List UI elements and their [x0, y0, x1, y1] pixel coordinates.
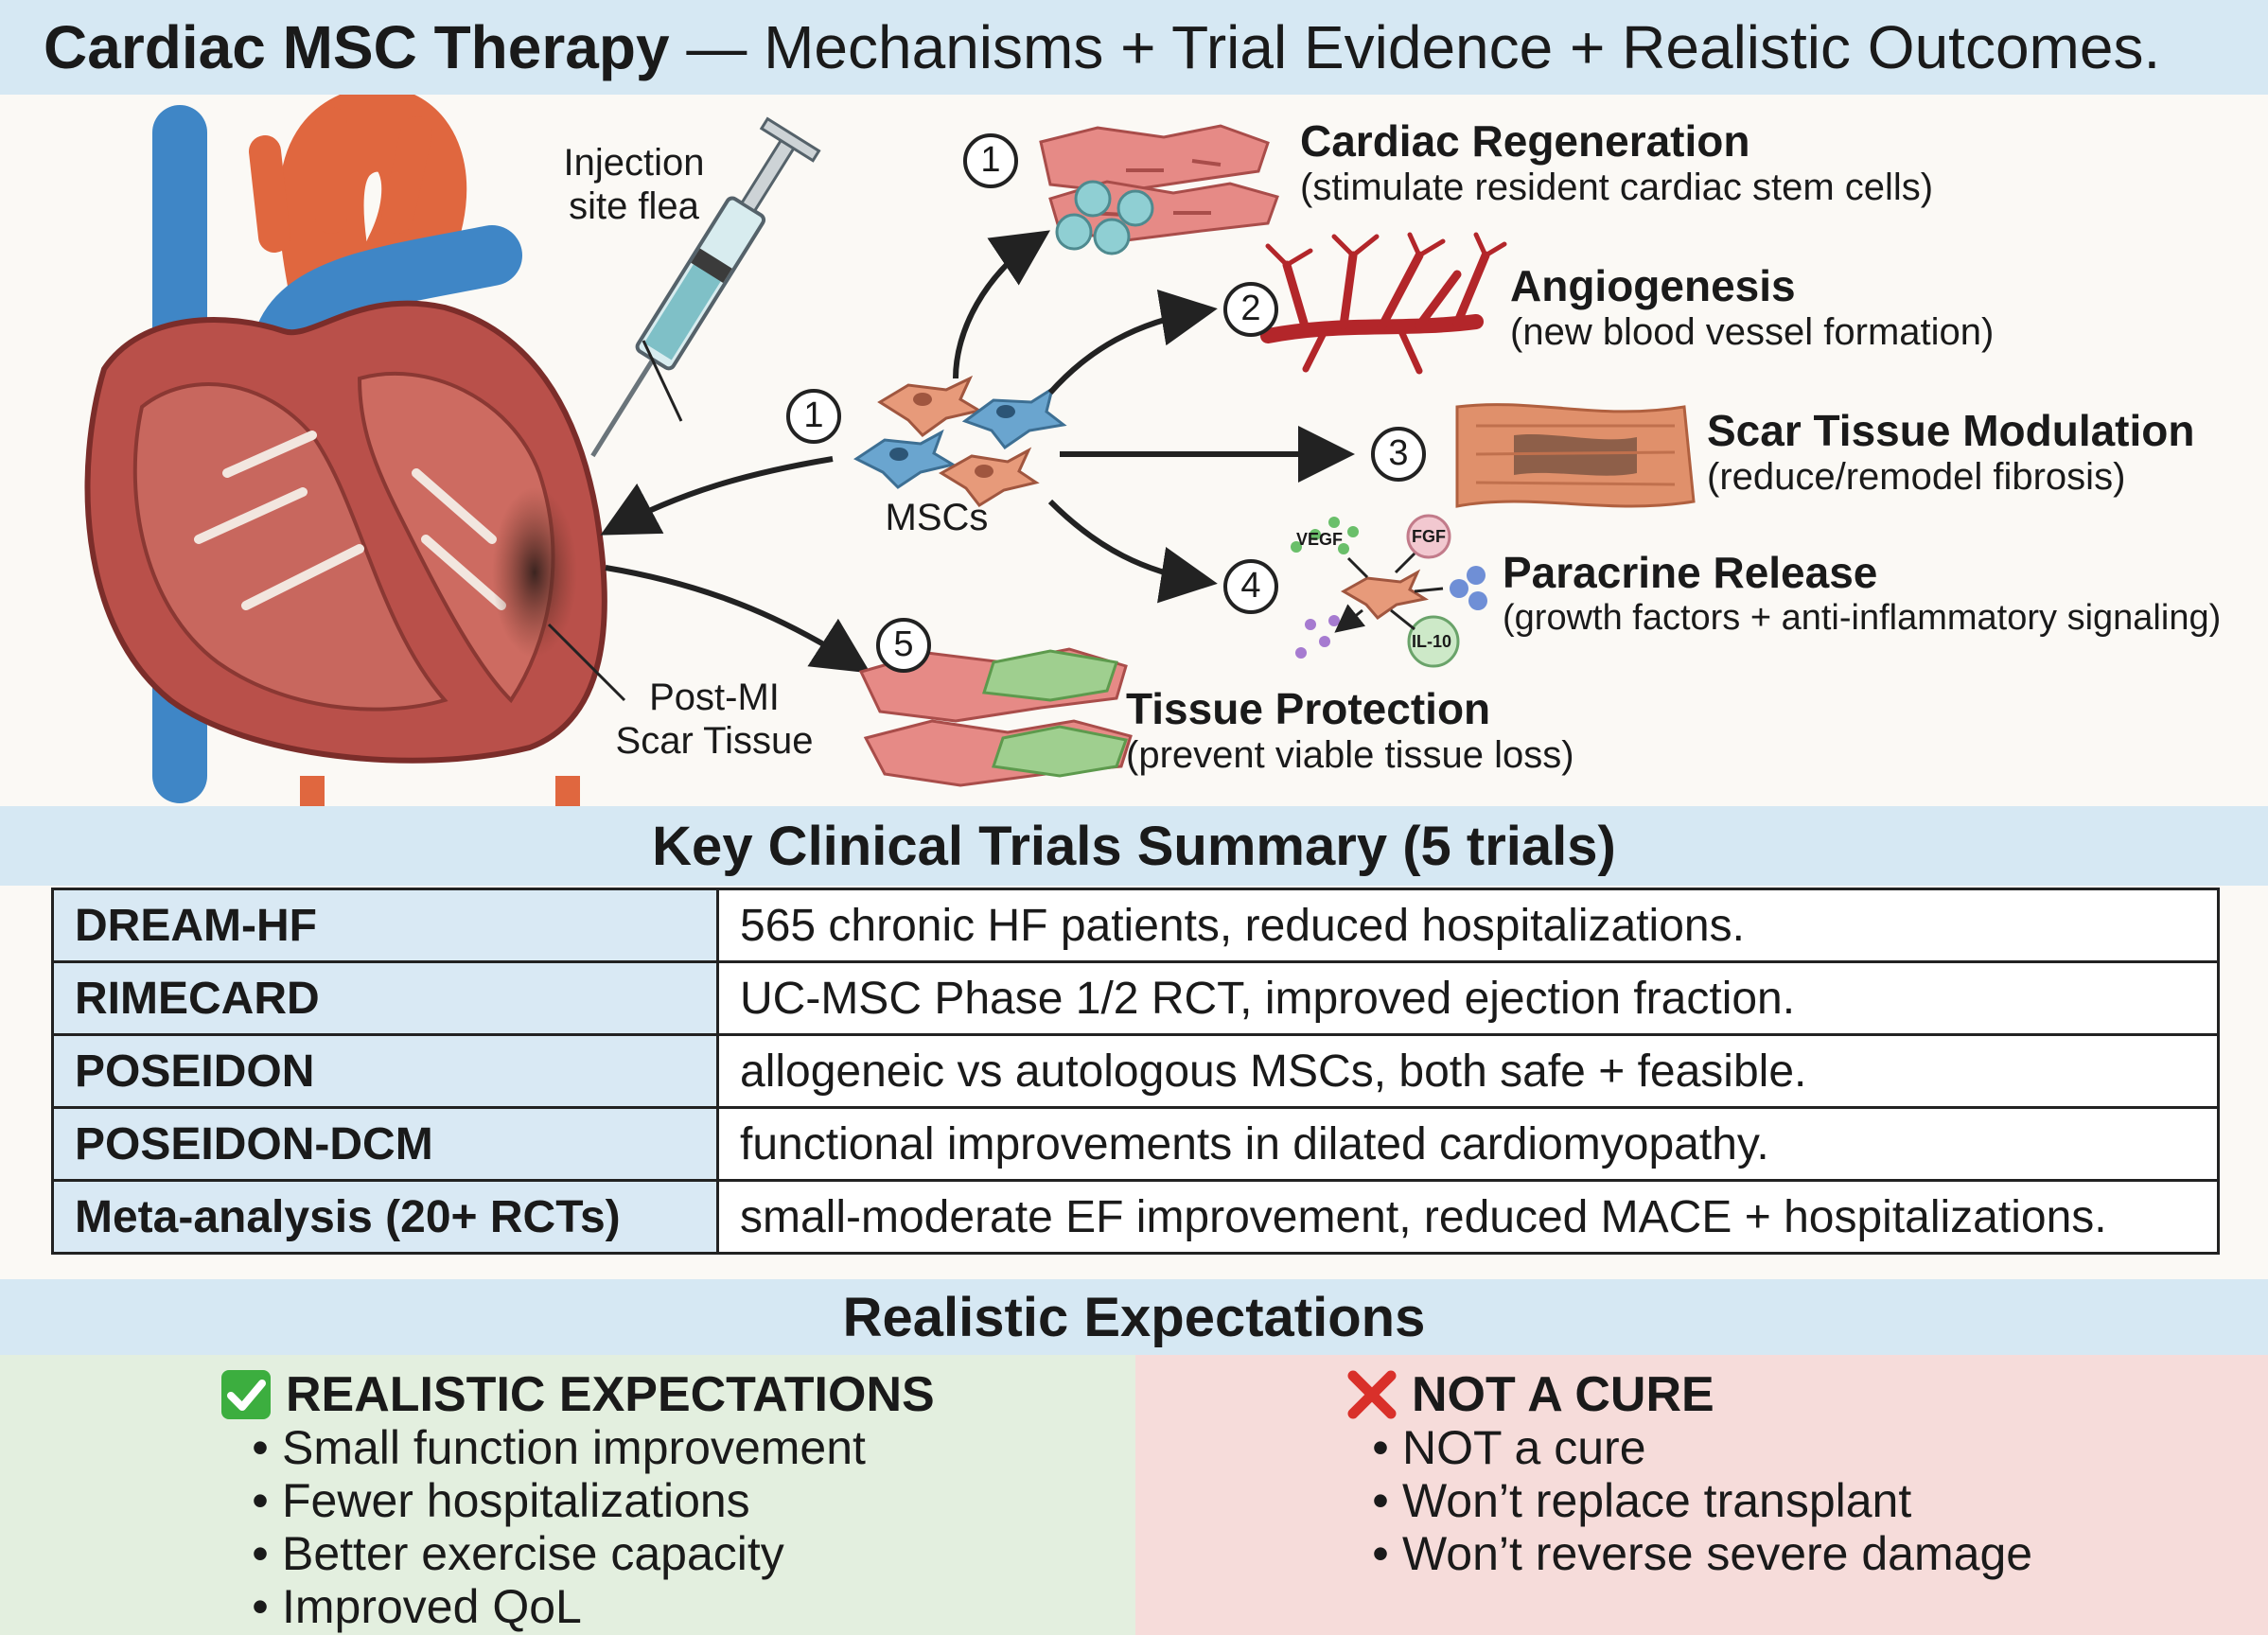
- pulmonary-artery: [254, 225, 522, 371]
- aorta: [278, 95, 467, 374]
- scar-tissue-icon: [1455, 403, 1696, 508]
- list-item: Won’t replace transplant: [1359, 1474, 2032, 1527]
- fgf-label: FGF: [1412, 527, 1446, 546]
- number-circle-2: [1223, 282, 1278, 337]
- scar-label-line1: Post-MI: [649, 677, 780, 718]
- trial-name: POSEIDON: [51, 1033, 719, 1109]
- il10-label: IL-10: [1412, 632, 1452, 651]
- list-item: Fewer hospitalizations: [238, 1474, 866, 1527]
- diagram-graphics: [84, 95, 1696, 806]
- injection-label-line2: site flea: [569, 185, 699, 227]
- paracrine-signaling-icon: [1291, 514, 1487, 668]
- mechanism-diagram: 1 2 3 4 5 1 VEGF FGF IL-10 Injection sit…: [0, 95, 2268, 806]
- number-2: 2: [1240, 289, 1261, 328]
- mechanism-4: Paracrine Release (growth factors + anti…: [1503, 547, 2221, 639]
- expectations-heading: Realistic Expectations: [0, 1279, 2268, 1355]
- mechanism-5-title: Tissue Protection: [1126, 684, 1491, 733]
- number-4: 4: [1240, 566, 1261, 606]
- mechanism-4-title: Paracrine Release: [1503, 548, 1878, 597]
- msc-label: MSCs: [885, 497, 989, 538]
- trial-description: small-moderate EF improvement, reduced M…: [716, 1179, 2220, 1255]
- number-center: 1: [803, 396, 824, 435]
- cross-mark-icon: [1347, 1370, 1397, 1419]
- mechanism-1-subtitle: (stimulate resident cardiac stem cells): [1300, 167, 1934, 208]
- arrow-mechanism-1: [953, 230, 1050, 379]
- vegf-label: VEGF: [1296, 530, 1344, 549]
- trial-name: RIMECARD: [51, 960, 719, 1036]
- trials-heading: Key Clinical Trials Summary (5 trials): [0, 806, 2268, 886]
- mechanism-5: Tissue Protection (prevent viable tissue…: [1126, 683, 1574, 777]
- trial-description: 565 chronic HF patients, reduced hospita…: [716, 888, 2220, 963]
- number-circle-3: [1371, 427, 1426, 482]
- arrow-to-heart: [600, 456, 834, 536]
- fgf-bubble: [1406, 514, 1451, 559]
- cardiomyocyte-cells-icon: [1039, 124, 1279, 255]
- number-circle-4: [1223, 559, 1278, 614]
- mechanism-3: Scar Tissue Modulation (reduce/remodel f…: [1707, 405, 2194, 499]
- mechanism-2: Angiogenesis (new blood vessel formation…: [1510, 260, 1994, 354]
- realistic-list: Small function improvement Fewer hospita…: [238, 1421, 866, 1633]
- realistic-expectations-panel: REALISTIC EXPECTATIONS Small function im…: [0, 1355, 1135, 1635]
- arrow-mechanism-4: [1047, 499, 1218, 604]
- mechanism-1-title: Cardiac Regeneration: [1300, 116, 1750, 166]
- title-banner: Cardiac MSC Therapy — Mechanisms + Trial…: [0, 0, 2268, 95]
- realistic-title: REALISTIC EXPECTATIONS: [286, 1367, 935, 1422]
- number-circle-center: [786, 389, 841, 444]
- trial-name: POSEIDON-DCM: [51, 1106, 719, 1182]
- table-row: RIMECARD UC-MSC Phase 1/2 RCT, improved …: [51, 960, 2220, 1036]
- number-circle-1: [963, 133, 1018, 188]
- mechanism-5-subtitle: (prevent viable tissue loss): [1126, 734, 1574, 776]
- injection-label-line1: Injection: [563, 142, 705, 184]
- trials-table: DREAM-HF 565 chronic HF patients, reduce…: [51, 888, 2220, 1255]
- trial-description: UC-MSC Phase 1/2 RCT, improved ejection …: [716, 960, 2220, 1036]
- not-a-cure-list: NOT a cure Won’t replace transplant Won’…: [1359, 1421, 2032, 1580]
- scar-tissue-region: [492, 487, 577, 658]
- heart-illustration: [84, 95, 607, 806]
- table-row: POSEIDON allogeneic vs autologous MSCs, …: [51, 1033, 2220, 1109]
- not-a-cure-panel: NOT A CURE NOT a cure Won’t replace tran…: [1135, 1355, 2268, 1635]
- not-a-cure-title: NOT A CURE: [1412, 1367, 1714, 1422]
- page-title-rest: — Mechanisms + Trial Evidence + Realisti…: [669, 13, 2161, 81]
- mechanism-1: Cardiac Regeneration (stimulate resident…: [1300, 115, 1933, 209]
- table-row: POSEIDON-DCM functional improvements in …: [51, 1106, 2220, 1182]
- list-item: Small function improvement: [238, 1421, 866, 1474]
- il10-bubble: [1407, 615, 1460, 668]
- arrow-mechanism-5: [605, 565, 871, 674]
- list-item: Better exercise capacity: [238, 1527, 866, 1580]
- scar-label-line2: Scar Tissue: [615, 720, 814, 762]
- page-title: Cardiac MSC Therapy — Mechanisms + Trial…: [44, 12, 2160, 82]
- check-mark-icon: [221, 1370, 271, 1419]
- number-1: 1: [980, 140, 1001, 180]
- list-item: Won’t reverse severe damage: [1359, 1527, 2032, 1580]
- syringe-icon: [590, 116, 821, 458]
- trial-name: DREAM-HF: [51, 888, 719, 963]
- trial-name: Meta-analysis (20+ RCTs): [51, 1179, 719, 1255]
- blood-vessel-icon: [1260, 232, 1507, 375]
- list-item: NOT a cure: [1359, 1421, 2032, 1474]
- mechanism-3-subtitle: (reduce/remodel fibrosis): [1707, 456, 2126, 498]
- table-row: Meta-analysis (20+ RCTs) small-moderate …: [51, 1179, 2220, 1255]
- mechanism-2-title: Angiogenesis: [1510, 261, 1796, 310]
- mechanism-3-title: Scar Tissue Modulation: [1707, 406, 2195, 455]
- number-circles: [786, 133, 1426, 673]
- mechanism-4-subtitle: (growth factors + anti-inflammatory sign…: [1503, 598, 2222, 638]
- number-3: 3: [1388, 433, 1409, 473]
- protected-tissue-icon: [858, 647, 1133, 787]
- arrow-mechanism-2: [1047, 289, 1218, 395]
- page-title-bold: Cardiac MSC Therapy: [44, 13, 670, 81]
- number-5: 5: [893, 624, 914, 664]
- not-a-cure-header: NOT A CURE: [1345, 1366, 1714, 1423]
- msc-cluster: [853, 375, 1067, 507]
- list-item: Improved QoL: [238, 1580, 866, 1633]
- table-row: DREAM-HF 565 chronic HF patients, reduce…: [51, 888, 2220, 963]
- trial-description: allogeneic vs autologous MSCs, both safe…: [716, 1033, 2220, 1109]
- mechanism-2-subtitle: (new blood vessel formation): [1510, 311, 1995, 353]
- realistic-header: REALISTIC EXPECTATIONS: [220, 1366, 935, 1423]
- number-circle-5: [876, 618, 931, 673]
- trial-description: functional improvements in dilated cardi…: [716, 1106, 2220, 1182]
